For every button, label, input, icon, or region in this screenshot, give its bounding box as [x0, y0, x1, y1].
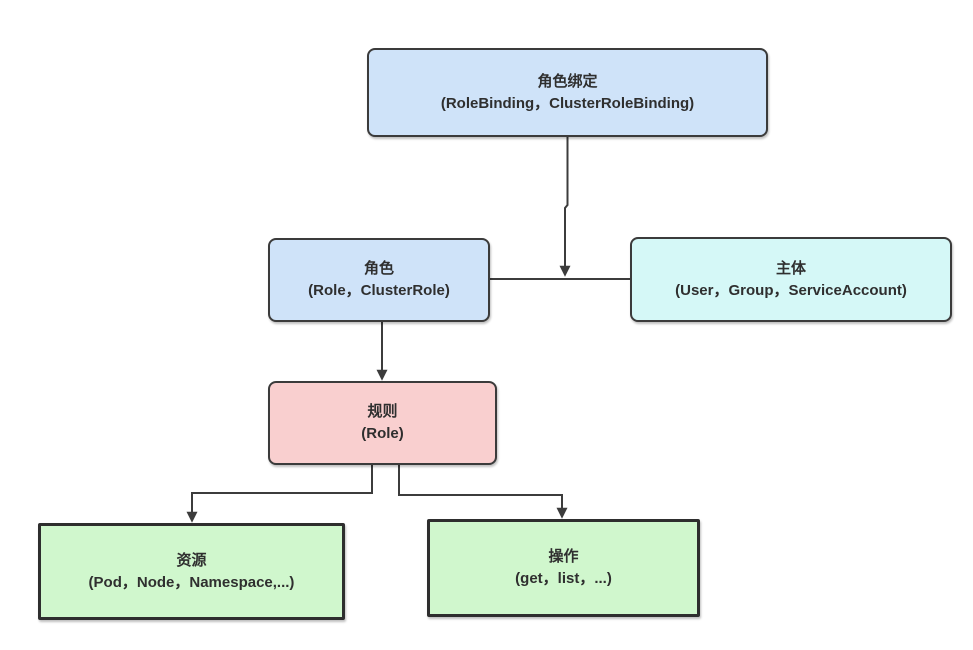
node-role-subtitle: (Role，ClusterRole) [308, 282, 450, 299]
node-subject-title: 主体 [775, 259, 806, 277]
node-role-binding-subtitle: (RoleBinding，ClusterRoleBinding) [440, 94, 695, 112]
connector-rule-to-operation [398, 465, 568, 519]
node-role-binding: 角色绑定 (RoleBinding，ClusterRoleBinding) [367, 48, 768, 137]
node-resource: 资源 (Pod，Node，Namespace,...) [38, 523, 345, 620]
node-resource-subtitle: (Pod，Node，Namespace,...) [88, 573, 295, 591]
node-role-title: 角色 [363, 260, 394, 277]
node-operation-subtitle: (get，list，...) [515, 570, 612, 587]
node-role-binding-title: 角色绑定 [537, 72, 598, 90]
connector-rule-to-resource [186, 465, 373, 523]
node-rule: 规则 (Role) [268, 381, 497, 465]
node-operation: 操作 (get，list，...) [427, 519, 700, 617]
node-subject: 主体 (User，Group，ServiceAccount) [630, 237, 952, 322]
connector-rolebinding-to-junction [559, 137, 571, 277]
node-role: 角色 (Role，ClusterRole) [268, 238, 490, 322]
node-subject-subtitle: (User，Group，ServiceAccount) [675, 281, 907, 299]
node-rule-title: 规则 [367, 403, 398, 420]
node-resource-title: 资源 [176, 551, 207, 569]
node-rule-subtitle: (Role) [361, 425, 404, 442]
node-operation-title: 操作 [548, 548, 579, 565]
